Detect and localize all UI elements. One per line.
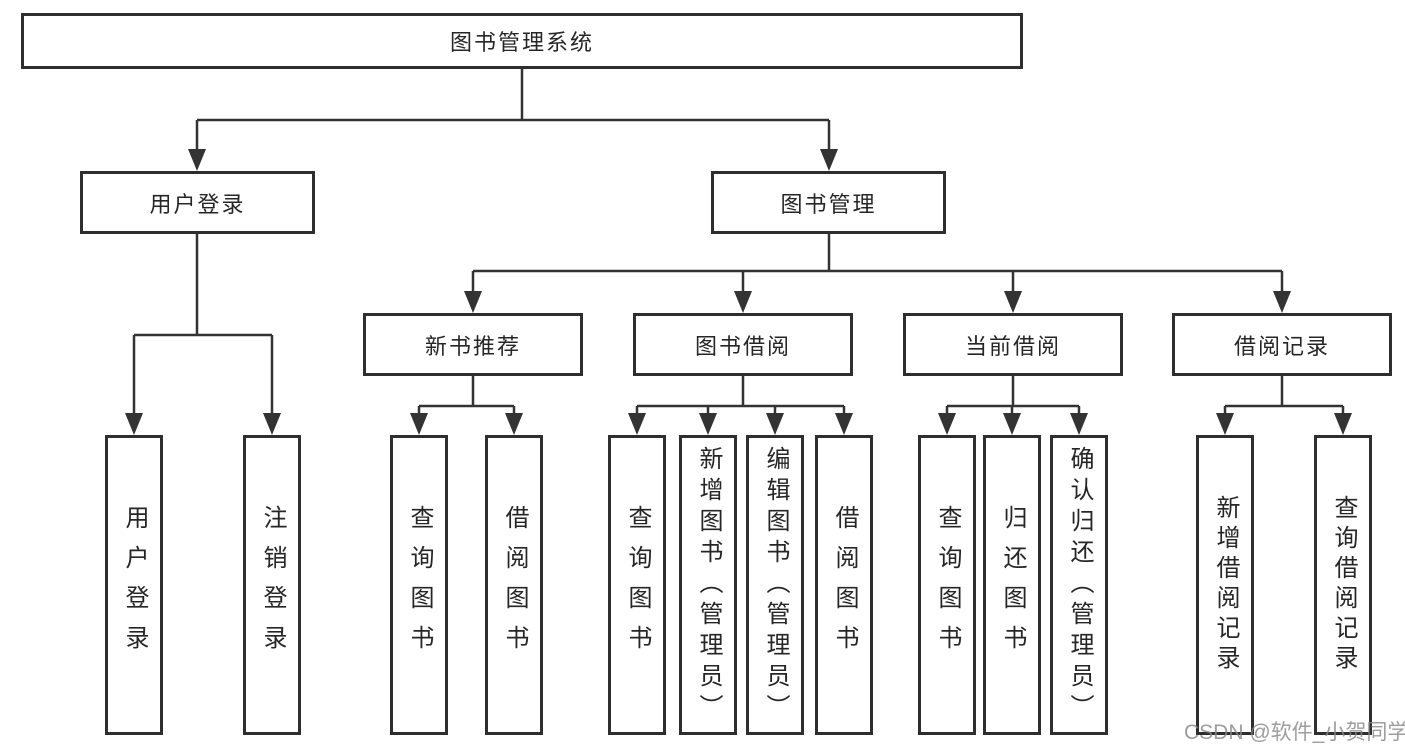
leaf-borrowing-add-books-admin-label: 新增图书（管理员） — [695, 445, 722, 725]
leaf-current-confirm-return-admin-label: 确认归还（管理员） — [1066, 445, 1093, 725]
leaf-current-query-books-label: 查询图书 — [934, 505, 961, 665]
leaf-borrowing-edit-books-admin: 编辑图书（管理员） — [746, 435, 804, 735]
leaf-current-query-books: 查询图书 — [918, 435, 976, 735]
leaf-newbooks-borrow-books-label: 借阅图书 — [501, 505, 528, 665]
leaf-borrowing-borrow-books-label: 借阅图书 — [831, 505, 858, 665]
leaf-borrowing-borrow-books: 借阅图书 — [815, 435, 873, 735]
node-book-management: 图书管理 — [711, 171, 946, 234]
arrowhead-icon — [125, 149, 1352, 435]
leaf-newbooks-borrow-books: 借阅图书 — [485, 435, 543, 735]
leaf-borrowing-query-books: 查询图书 — [608, 435, 666, 735]
node-user-login: 用户登录 — [80, 171, 315, 234]
csdn-watermark: CSDN @软件_小贺同学 — [1184, 721, 1405, 744]
leaf-records-query-record-label: 查询借阅记录 — [1330, 495, 1357, 675]
node-book-borrowing: 图书借阅 — [633, 313, 853, 376]
leaf-newbooks-query-books: 查询图书 — [390, 435, 448, 735]
node-root: 图书管理系统 — [21, 13, 1023, 69]
node-borrowing-records: 借阅记录 — [1172, 313, 1392, 376]
leaf-current-confirm-return-admin: 确认归还（管理员） — [1050, 435, 1108, 735]
leaf-user-login: 用户登录 — [105, 435, 163, 735]
leaf-current-return-books: 归还图书 — [983, 435, 1041, 735]
leaf-current-return-books-label: 归还图书 — [999, 505, 1026, 665]
leaf-logout: 注销登录 — [243, 435, 301, 735]
leaf-borrowing-edit-books-admin-label: 编辑图书（管理员） — [762, 445, 789, 725]
leaf-records-query-record: 查询借阅记录 — [1314, 435, 1372, 735]
leaf-user-login-label: 用户登录 — [121, 505, 148, 665]
leaf-borrowing-query-books-label: 查询图书 — [624, 505, 651, 665]
leaf-records-add-record-label: 新增借阅记录 — [1212, 495, 1239, 675]
leaf-newbooks-query-books-label: 查询图书 — [406, 505, 433, 665]
node-new-book-recommendation: 新书推荐 — [363, 313, 583, 376]
leaf-logout-label: 注销登录 — [259, 505, 286, 665]
leaf-borrowing-add-books-admin: 新增图书（管理员） — [679, 435, 737, 735]
leaf-records-add-record: 新增借阅记录 — [1196, 435, 1254, 735]
node-current-borrowing: 当前借阅 — [903, 313, 1123, 376]
